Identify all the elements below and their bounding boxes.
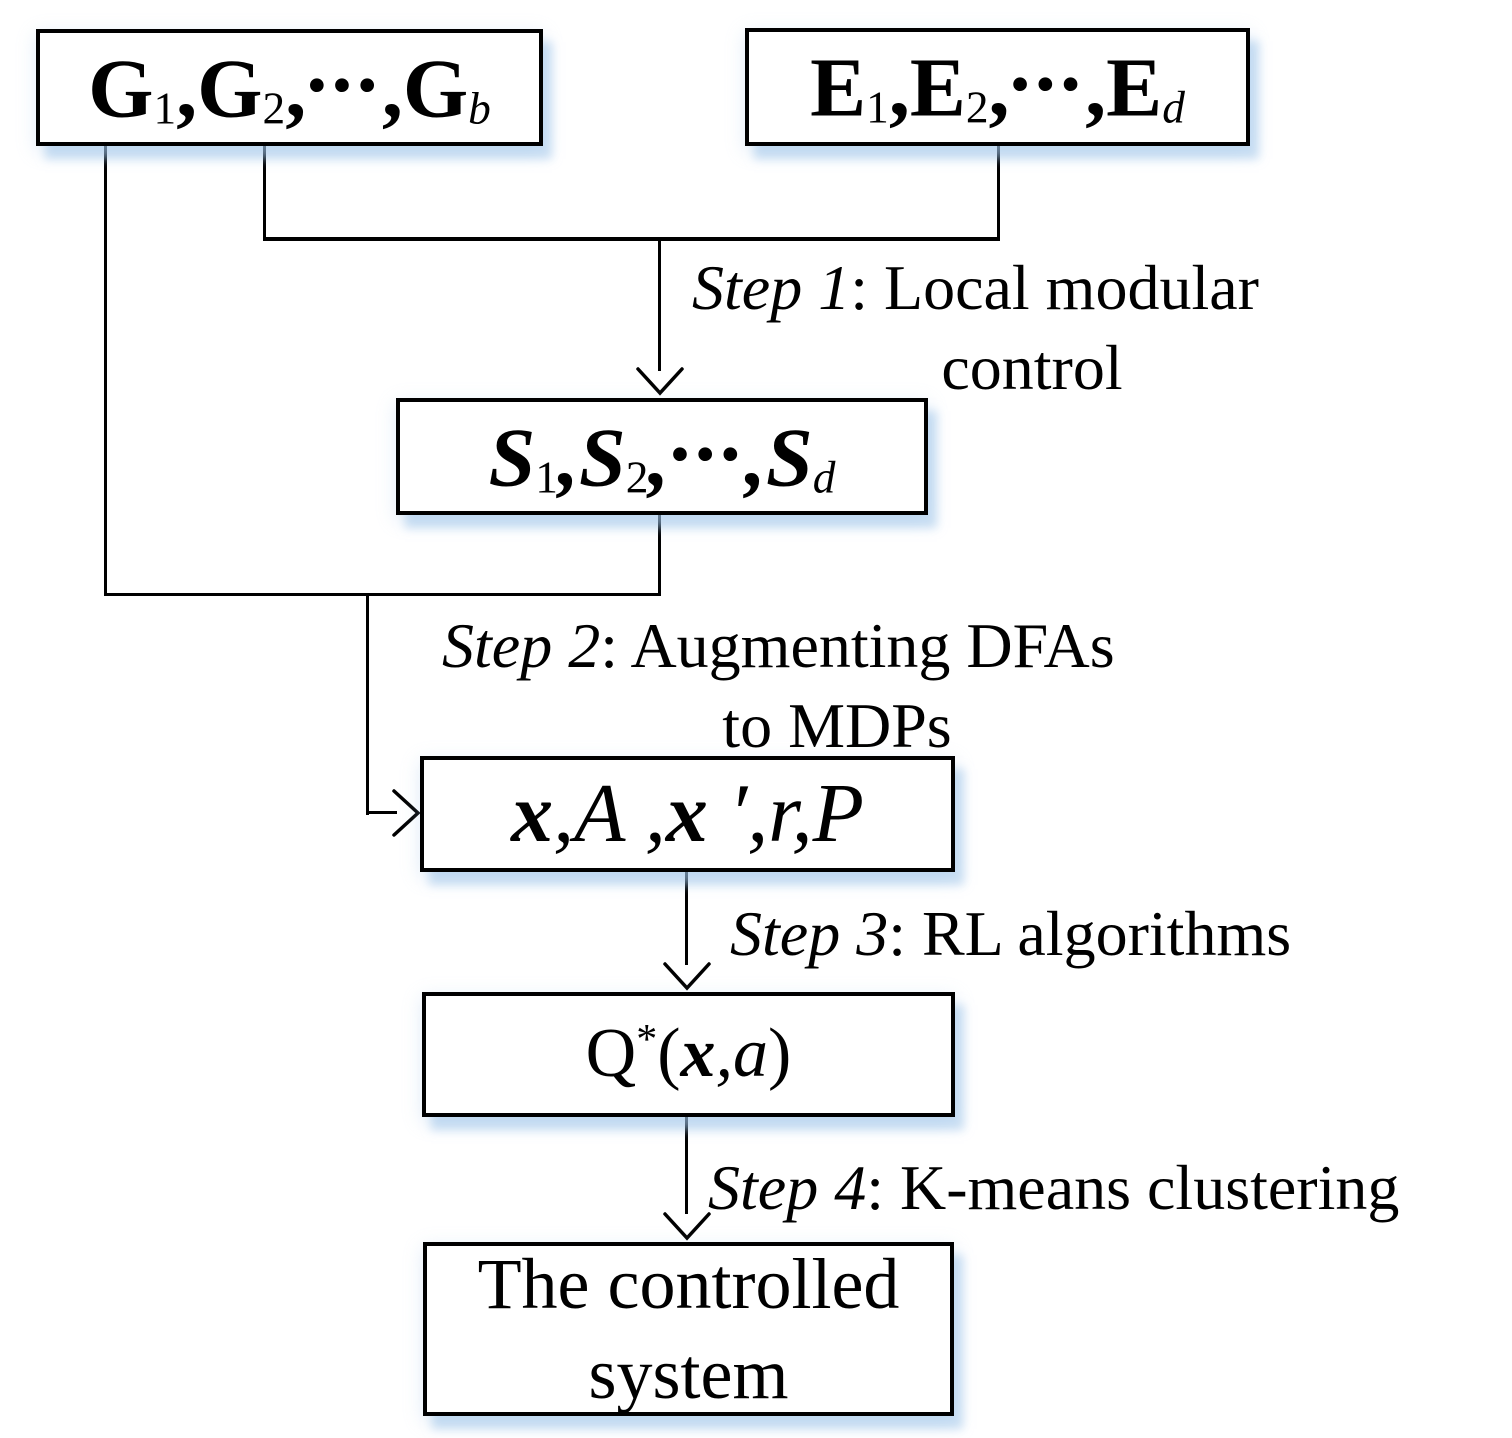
- mdp-tuple-formula: x,A ,x ′,r,P: [511, 767, 864, 860]
- connector-plants-left-down: [104, 146, 107, 595]
- arrow-stem-step2: [366, 811, 397, 814]
- arrow-stem-step1: [658, 239, 661, 371]
- connector-specs-down: [997, 146, 1000, 241]
- arrow-stem-step4: [685, 1117, 688, 1214]
- q-function-formula: Q*(x,a): [585, 1015, 792, 1093]
- box-plant-models: G1,G2,∙∙∙,Gb: [36, 29, 543, 146]
- box-supervisors: S1,S2,∙∙∙,Sd: [396, 398, 928, 515]
- arrowhead-right-icon: [392, 789, 421, 837]
- arrowhead-down-icon: [663, 962, 711, 991]
- drop-line-step2: [366, 593, 369, 815]
- box-specifications: E1,E2,∙∙∙,Ed: [745, 28, 1250, 146]
- specifications-formula: E1,E2,∙∙∙,Ed: [810, 38, 1185, 135]
- box-q-function: Q*(x,a): [422, 992, 955, 1117]
- merge-line-step1: [263, 237, 1000, 241]
- step1-label: Step 1: Local modular control: [692, 252, 1259, 403]
- box-controlled-system: The controlled system: [423, 1242, 954, 1416]
- plant-models-formula: G1,G2,∙∙∙,Gb: [88, 38, 491, 135]
- step3-label: Step 3: RL algorithms: [730, 898, 1292, 969]
- merge-line-step2: [104, 593, 661, 596]
- arrowhead-down-icon: [636, 367, 684, 396]
- arrowhead-down-icon: [663, 1212, 711, 1241]
- step4-label: Step 4: K-means clustering: [708, 1152, 1400, 1223]
- connector-sups-down: [658, 515, 661, 596]
- arrow-stem-step3: [685, 872, 688, 965]
- connector-plants-right-down: [263, 146, 266, 241]
- step2-label: Step 2: Augmenting DFAs to MDPs: [442, 610, 1115, 761]
- box-mdp-tuple: x,A ,x ′,r,P: [420, 756, 955, 872]
- controlled-system-label: The controlled system: [477, 1244, 900, 1414]
- supervisors-formula: S1,S2,∙∙∙,Sd: [488, 407, 836, 504]
